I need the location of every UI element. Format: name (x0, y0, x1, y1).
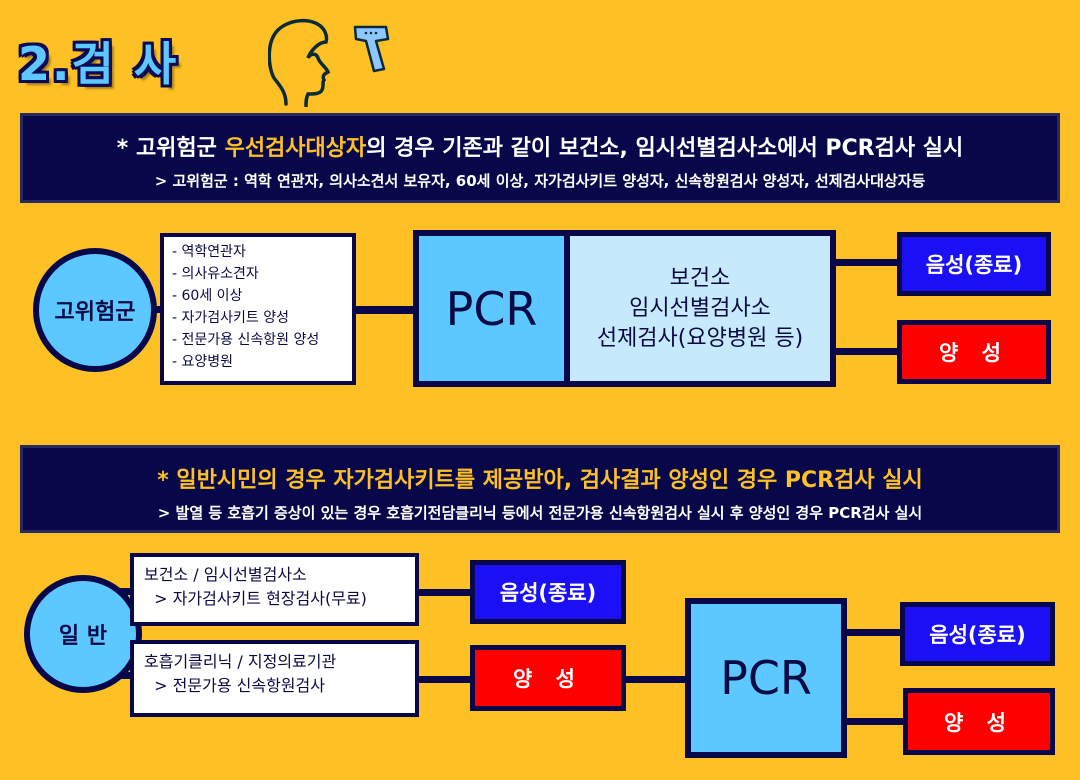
thermometer-gun-icon (353, 25, 390, 73)
high-risk-banner: * 고위험군 우선검사대상자의 경우 기존과 같이 보건소, 임시선별검사소에서… (20, 113, 1060, 203)
pcr-box-general: PCR (685, 598, 847, 758)
pcr-box: PCR (413, 230, 570, 387)
positive-result-general: 양 성 (903, 688, 1055, 755)
positive-result: 양 성 (897, 320, 1051, 384)
site-label: 임시선별검사소 (629, 295, 771, 321)
path-a-box: 보건소 / 임시선별검사소 > 자가검사키트 현장검사(무료) (130, 553, 419, 626)
path-b-box: 호흡기클리닉 / 지정의료기관 > 전문가용 신속항원검사 (130, 640, 419, 717)
connector (847, 629, 903, 636)
list-item: - 요양병원 (172, 354, 234, 370)
general-circle: 일 반 (24, 575, 142, 693)
test-sites-box: 보건소 임시선별검사소 선제검사(요양병원 등) (570, 230, 836, 387)
page-title: 2.검 사 (18, 37, 179, 91)
list-item: - 의사유소견자 (172, 266, 259, 282)
connector (120, 672, 134, 679)
connector (418, 589, 473, 596)
path-a-result: 음성(종료) (470, 560, 626, 624)
connector (355, 306, 415, 314)
general-banner: * 일반시민의 경우 자가검사키트를 제공받아, 검사결과 양성인 경우 PCR… (20, 445, 1060, 533)
list-item: - 자가검사키트 양성 (172, 310, 289, 326)
path-detail: > 자가검사키트 현장검사(무료) (144, 589, 367, 608)
negative-result: 음성(종료) (897, 232, 1051, 296)
banner-text: 의 경우 기존과 같이 보건소, 임시선별검사소에서 PCR검사 실시 (366, 136, 964, 161)
connector (836, 348, 900, 355)
head-icon (268, 18, 331, 107)
connector (847, 718, 905, 725)
banner-text: * 고위험군 (116, 136, 225, 161)
banner-subtext: > 발열 등 호흡기 증상이 있는 경우 호흡기전담클리닉 등에서 전문가용 신… (157, 504, 923, 522)
connector (120, 588, 134, 595)
negative-result-general: 음성(종료) (900, 602, 1055, 666)
connector (418, 676, 473, 683)
list-item: - 전문가용 신속항원 양성 (172, 332, 320, 348)
high-risk-circle: 고위험군 (33, 248, 157, 372)
site-label: 선제검사(요양병원 등) (596, 325, 804, 351)
path-label: 보건소 / 임시선별검사소 (144, 565, 307, 584)
site-label: 보건소 (669, 265, 731, 291)
list-item: - 60세 이상 (172, 288, 243, 304)
banner-text: * 일반시민의 경우 자가검사키트를 제공받아, 검사결과 양성인 경우 PCR… (157, 468, 923, 493)
high-risk-list: - 역학연관자 - 의사유소견자 - 60세 이상 - 자가검사키트 양성 - … (160, 233, 356, 385)
path-detail: > 전문가용 신속항원검사 (144, 676, 325, 695)
banner-subtext: > 고위험군 : 역학 연관자, 의사소견서 보유자, 60세 이상, 자가검사… (154, 172, 926, 190)
connector (150, 306, 165, 313)
path-b-result: 양 성 (470, 645, 626, 711)
connector (626, 676, 688, 683)
banner-highlight: 우선검사대상자 (224, 136, 367, 161)
list-item: - 역학연관자 (172, 244, 246, 260)
connector (836, 259, 900, 266)
path-label: 호흡기클리닉 / 지정의료기관 (144, 652, 337, 671)
